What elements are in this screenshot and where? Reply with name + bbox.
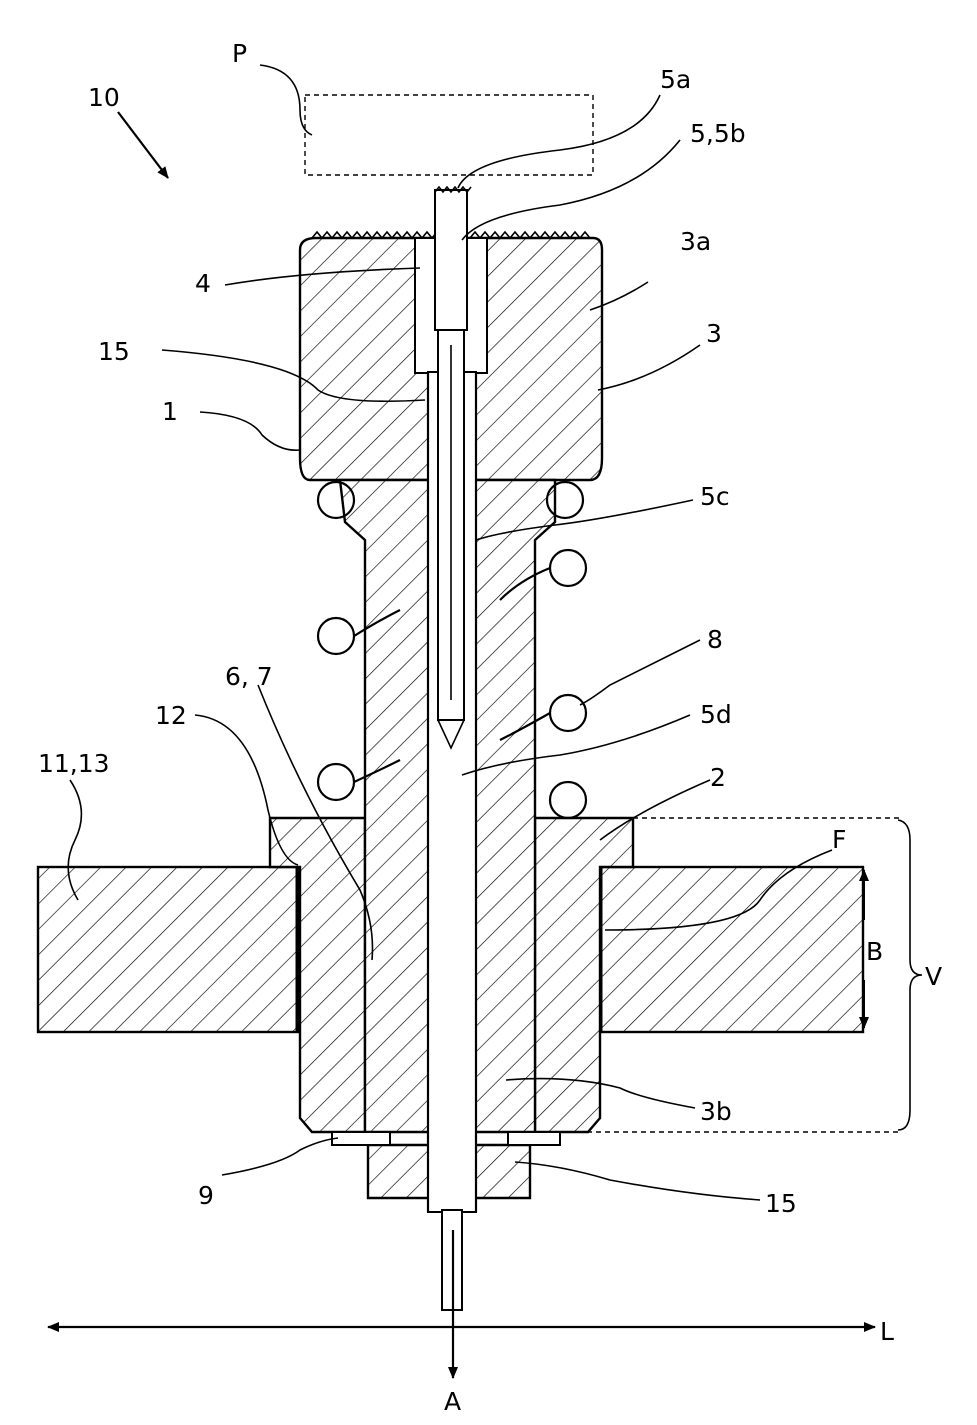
label-3: 3	[706, 319, 722, 348]
label-9: 9	[198, 1181, 214, 1210]
label-15-top: 15	[98, 337, 130, 366]
label-6-7: 6, 7	[225, 662, 273, 691]
label-5d: 5d	[700, 700, 732, 729]
label-5-5b: 5,5b	[690, 119, 746, 148]
label-3a: 3a	[680, 227, 711, 256]
label-3b: 3b	[700, 1097, 732, 1126]
label-5c: 5c	[700, 482, 730, 511]
label-2: 2	[710, 763, 726, 792]
label-11-13: 11,13	[38, 749, 110, 778]
label-p: P	[232, 39, 247, 68]
label-15-bottom: 15	[765, 1189, 797, 1218]
label-8: 8	[707, 625, 723, 654]
snap-ring-left	[332, 1132, 390, 1145]
label-v: V	[925, 962, 942, 991]
label-f: F	[832, 825, 846, 854]
label-5a: 5a	[660, 65, 691, 94]
brace-v	[898, 820, 922, 1130]
device-arrow	[118, 112, 168, 178]
snap-ring-right	[508, 1132, 560, 1145]
component-p-box	[305, 95, 593, 175]
label-b: B	[866, 937, 883, 966]
label-a: A	[444, 1387, 461, 1416]
label-l: L	[880, 1317, 894, 1346]
label-12: 12	[155, 701, 187, 730]
label-1: 1	[162, 397, 178, 426]
label-device: 10	[88, 83, 120, 112]
label-4: 4	[195, 269, 211, 298]
